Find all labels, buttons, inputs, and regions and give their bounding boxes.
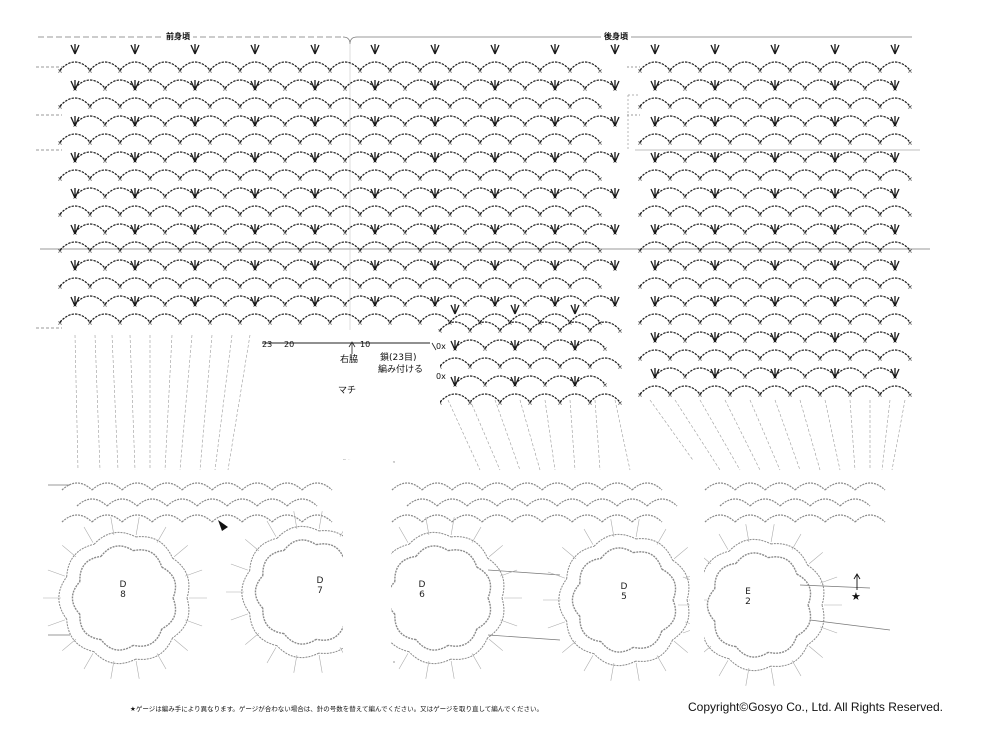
back-body-label: 後身頃 (601, 31, 631, 42)
gusset-chain (262, 341, 437, 354)
guide-lines (36, 36, 930, 663)
chain-label: 鎖(23目) (380, 353, 417, 363)
right-side-label: 右脇 (340, 355, 359, 365)
gauge-note: ★ゲージは編み手により異なります。ゲージが合わない場合は、針の号数を替えて編んで… (130, 705, 543, 713)
tick-mark: 0x (436, 372, 446, 381)
copyright-text: Copyright©Gosyo Co., Ltd. All Rights Res… (688, 700, 943, 714)
stitch-count-20: 20 (284, 340, 295, 349)
stitch-count-10: 10 (360, 340, 371, 349)
stitch-count-23: 23 (262, 340, 273, 349)
join-label: 編み付ける (378, 365, 424, 375)
star-arrow (853, 573, 861, 590)
connector-lines (74, 334, 906, 471)
motif-group (43, 460, 886, 686)
crochet-mesh (58, 44, 912, 412)
gusset-label: マチ (338, 386, 357, 396)
front-body-label: 前身頃 (163, 31, 193, 42)
join-arrow-icon (218, 520, 228, 531)
star-marker: ★ (851, 590, 861, 603)
tick-mark: 0x (436, 342, 446, 351)
